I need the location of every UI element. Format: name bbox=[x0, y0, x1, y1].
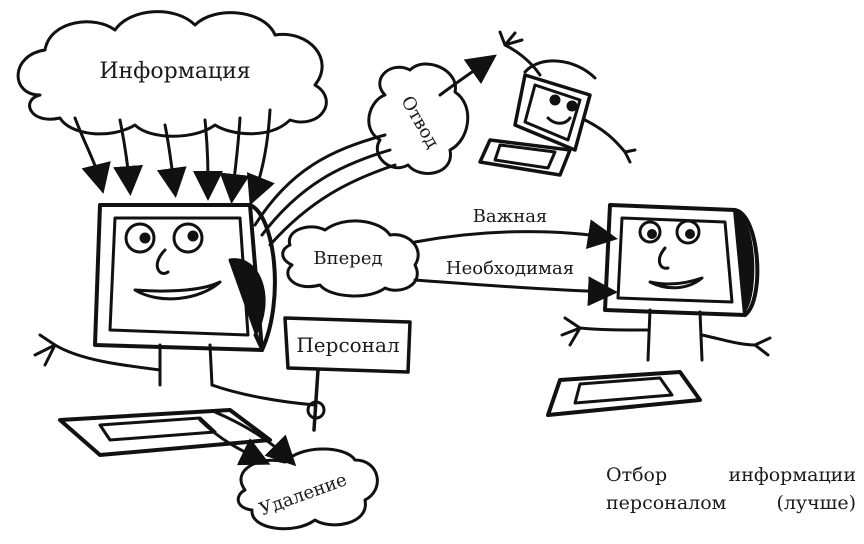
caption-line1-b: информации bbox=[729, 462, 856, 490]
important-label: Важная bbox=[473, 206, 548, 227]
diversion-label: Отвод bbox=[396, 92, 443, 152]
personnel-label: Персонал bbox=[296, 333, 399, 357]
information-label: Информация bbox=[99, 59, 250, 84]
caption-line2-a: персоналом bbox=[606, 490, 726, 518]
figure-caption: Отбор информации персоналом (лучше) bbox=[606, 462, 856, 517]
forward-label: Вперед bbox=[313, 248, 382, 269]
diverted-computer bbox=[480, 32, 635, 175]
caption-line1-a: Отбор bbox=[606, 462, 667, 490]
caption-line2-b: (лучше) bbox=[776, 490, 856, 518]
deletion-label: Удаление bbox=[257, 469, 350, 520]
necessary-label: Необходимая bbox=[446, 258, 574, 279]
information-arrows bbox=[75, 110, 270, 200]
receiving-computer bbox=[548, 205, 770, 415]
